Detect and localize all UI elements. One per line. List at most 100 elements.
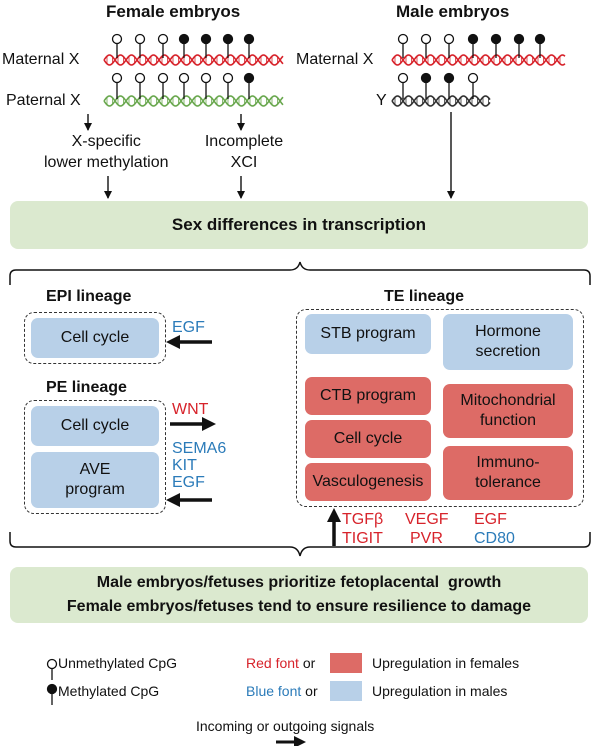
- te-hormone-secretion-label: Hormone secretion: [475, 323, 541, 360]
- x-specific-methylation-label: X-specific lower methylation: [44, 133, 169, 171]
- arrowhead-epi-egf: [166, 335, 180, 349]
- legend-signals-label: Incoming or outgoing signals: [196, 718, 375, 734]
- brace-bottom: [9, 532, 591, 557]
- female-paternal-cpg: [178, 72, 190, 99]
- pe-lineage-frame: [24, 400, 166, 514]
- female-paternal-cpg: [222, 72, 234, 99]
- male-maternal-cpg: [467, 33, 479, 58]
- legend-signal-arrowhead: [294, 736, 306, 746]
- te-cell-cycle-box: Cell cycle: [305, 420, 431, 458]
- te-mitochondrial-label: Mitochondrial function: [460, 392, 556, 429]
- legend-blue-font-label: Blue font: [246, 683, 302, 699]
- te-signal-tigit: TIGIT: [342, 530, 383, 547]
- te-signal-pvr: PVR: [410, 530, 443, 547]
- female-maternal-x-label: Maternal X: [2, 51, 80, 68]
- female-maternal-cpg: [134, 33, 146, 58]
- legend-blue-swatch: [330, 681, 362, 701]
- conclusion-line-1: Male embryos/fetuses prioritize fetoplac…: [96, 574, 502, 591]
- male-y-cpg: [420, 72, 432, 99]
- female-embryos-title: Female embryos: [106, 2, 241, 21]
- male-embryos-title: Male embryos: [396, 2, 510, 21]
- legend-methylated-icon: [46, 683, 58, 705]
- legend-blue-font-row: Blue font or: [246, 683, 318, 699]
- te-stb-program-label: STB program: [320, 325, 416, 342]
- pe-cell-cycle-label: Cell cycle: [60, 417, 130, 434]
- female-paternal-x-label: Paternal X: [6, 92, 81, 109]
- incomplete-xci-label: Incomplete XCI: [204, 133, 284, 171]
- male-maternal-cpg: [490, 33, 502, 58]
- female-maternal-cpg: [178, 33, 190, 58]
- legend-methylated-label: Methylated CpG: [58, 683, 160, 699]
- epi-cell-cycle-box: Cell cycle: [31, 318, 159, 358]
- te-cell-cycle-label: Cell cycle: [333, 430, 403, 447]
- female-maternal-cpg: [200, 33, 212, 58]
- pe-ave-program-box: AVE program: [31, 452, 159, 508]
- te-hormone-secretion-box: Hormone secretion: [443, 314, 573, 370]
- female-paternal-cpg: [157, 72, 169, 99]
- conclusion-bar: Male embryos/fetuses prioritize fetoplac…: [10, 567, 588, 623]
- epi-cell-cycle-label: Cell cycle: [60, 329, 130, 346]
- pe-wnt-signal: WNT: [172, 401, 209, 418]
- legend-red-font-row: Red font or: [246, 655, 315, 671]
- pe-cell-cycle-box: Cell cycle: [31, 406, 159, 446]
- female-maternal-x-strand: [103, 54, 284, 66]
- sex-differences-bar: Sex differences in transcription: [10, 201, 588, 249]
- male-maternal-cpg: [513, 33, 525, 58]
- te-signal-vegf: VEGF: [405, 511, 449, 528]
- female-maternal-cpg: [157, 33, 169, 58]
- brace-top: [9, 261, 591, 285]
- legend-red-font-label: Red font: [246, 655, 299, 671]
- arrowhead-te-signals: [327, 508, 341, 522]
- arrowhead-pe-wnt: [202, 417, 216, 431]
- sex-differences-text: Sex differences in transcription: [171, 215, 427, 234]
- te-immunotolerance-label: Immuno- tolerance: [475, 454, 541, 491]
- male-maternal-cpg: [397, 33, 409, 58]
- female-maternal-cpg: [222, 33, 234, 58]
- te-vasculogenesis-label: Vasculogenesis: [312, 473, 424, 490]
- male-y-label: Y: [376, 92, 387, 109]
- arrowhead-pe-egf: [166, 493, 180, 507]
- te-ctb-program-label: CTB program: [319, 387, 417, 404]
- male-maternal-cpg: [420, 33, 432, 58]
- te-signal-tgfb: TGFβ: [342, 511, 384, 528]
- epi-lineage-title: EPI lineage: [46, 288, 132, 305]
- chromosome-illustrations: [103, 33, 566, 107]
- female-maternal-cpg: [243, 33, 255, 58]
- female-maternal-cpg: [111, 33, 123, 58]
- legend-up-males: Upregulation in males: [372, 683, 508, 699]
- pe-lineage-title: PE lineage: [46, 379, 127, 396]
- female-paternal-cpg: [111, 72, 123, 99]
- epi-egf-signal: EGF: [172, 319, 205, 336]
- connector-arrows: [9, 112, 591, 746]
- female-paternal-cpg: [243, 72, 255, 99]
- te-signal-cd80: CD80: [474, 530, 515, 547]
- legend-up-females: Upregulation in females: [372, 655, 520, 671]
- male-y-cpg: [397, 72, 409, 99]
- legend-unmethylated-icon: [46, 658, 58, 680]
- male-maternal-x-strand: [391, 54, 566, 66]
- male-y-cpg: [443, 72, 455, 99]
- te-lineage-title: TE lineage: [384, 288, 465, 305]
- epi-lineage-frame: [24, 312, 166, 364]
- female-paternal-x-strand: [103, 95, 284, 107]
- male-maternal-x-label: Maternal X: [296, 51, 374, 68]
- pe-ave-program-label: AVE program: [65, 461, 125, 498]
- te-mitochondrial-box: Mitochondrial function: [443, 384, 573, 438]
- female-paternal-cpg: [134, 72, 146, 99]
- male-y-strand: [391, 95, 491, 107]
- male-maternal-cpg: [534, 33, 546, 58]
- pe-blue-signals: SEMA6 KIT EGF: [172, 440, 227, 491]
- male-maternal-cpg: [443, 33, 455, 58]
- conclusion-line-2: Female embryos/fetuses tend to ensure re…: [66, 598, 532, 615]
- te-ctb-program-box: CTB program: [305, 377, 431, 415]
- te-lineage-frame: [296, 309, 584, 507]
- female-paternal-cpg: [200, 72, 212, 99]
- te-signal-egf: EGF: [474, 511, 507, 528]
- legend-or-1: or: [302, 655, 316, 671]
- legend-red-swatch: [330, 653, 362, 673]
- te-stb-program-box: STB program: [305, 314, 431, 354]
- male-y-cpg: [467, 72, 479, 99]
- te-immunotolerance-box: Immuno- tolerance: [443, 446, 573, 500]
- legend-unmethylated-label: Unmethylated CpG: [58, 655, 178, 671]
